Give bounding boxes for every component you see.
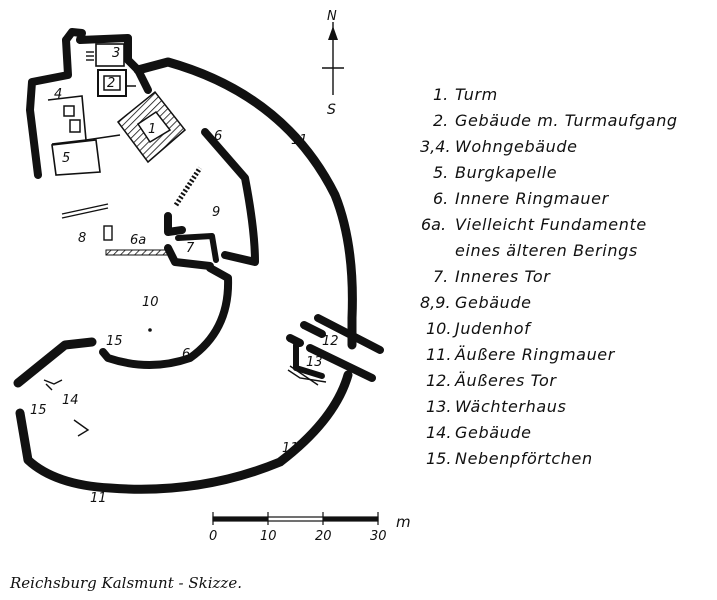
legend-text: Turm [455,85,498,104]
inner-gate [164,212,219,270]
legend-num: 6a. [421,215,446,234]
label-15-gate: 15 [106,334,123,349]
legend-text: Gebäude [455,293,532,312]
label-4: 4 [54,87,62,102]
building-14 [43,379,90,437]
label-8: 8 [78,231,86,246]
label-15-west: 15 [30,403,47,418]
legend-num: 8,9. [420,293,451,312]
legend-num: 12. [426,371,451,390]
label-9: 9 [212,205,220,220]
caption: Reichsburg Kalsmunt - Skizze. [9,574,242,592]
legend-text: Innere Ringmauer [455,189,610,208]
scale-tick: 0 [209,529,217,544]
tower-keep [116,90,187,164]
legend-num: 10. [426,319,451,338]
legend-num: 3,4. [420,137,451,156]
legend-text: Wächterhaus [455,397,566,416]
map-labels: 1 2 3 4 5 6 6 6a 7 8 9 10 11 11 11 12 13… [30,46,339,506]
legend-num: 5. [433,163,448,182]
label-10: 10 [142,295,159,310]
north-arrow-icon [328,26,338,40]
scale-bar: 0 10 20 30 m [209,512,411,544]
label-11-east: 11 [282,441,299,456]
legend-num: 13. [426,397,451,416]
legend-text: Judenhof [452,319,532,338]
label-7: 7 [186,241,195,256]
outer-ring-wall [13,57,357,494]
legend-text: Gebäude [455,423,532,442]
outer-gate [286,314,384,386]
legend-text: Vielleicht Fundamente [455,215,647,234]
legend-num: 15. [426,449,451,468]
legend-num: 1. [433,85,448,104]
legend-text: Gebäude m. Turmaufgang [455,111,678,130]
label-2: 2 [107,76,115,91]
legend-text: Wohngebäude [455,137,578,156]
inner-ring-wall [99,66,259,369]
scale-tick: 20 [315,529,332,544]
legend-text: Äußere Ringmauer [454,345,616,364]
label-5: 5 [62,151,70,166]
legend-text: Äußeres Tor [454,371,557,390]
legend-text: eines älteren Berings [455,241,638,260]
scale-tick: 10 [260,529,277,544]
legend-num: 6. [433,189,448,208]
legend-num: 7. [433,267,448,286]
building-8 [61,203,113,241]
legend-text: Inneres Tor [455,267,551,286]
legend-text: Nebenpförtchen [455,449,593,468]
label-6-north: 6 [214,129,222,144]
legend-num: 11. [426,345,451,364]
label-6-south: 6 [182,347,190,362]
label-3: 3 [112,46,120,61]
label-1: 1 [148,122,156,137]
scale-tick: 30 [370,529,387,544]
label-6a: 6a [130,233,146,248]
legend-text: Burgkapelle [455,163,557,182]
north-buildings [26,28,142,179]
scale-unit: m [396,513,411,531]
label-12: 12 [322,334,339,349]
label-13: 13 [306,355,323,370]
legend-num: 2. [433,111,448,130]
label-11-north: 11 [291,133,308,148]
well-dot [148,328,152,332]
compass: N S [322,9,344,118]
compass-north: N [327,9,337,24]
legend: 1. Turm 2. Gebäude m. Turmaufgang 3,4. W… [420,85,678,468]
compass-south: S [327,102,336,118]
label-11-south: 11 [90,491,107,506]
legend-num: 14. [426,423,451,442]
label-14: 14 [62,393,79,408]
